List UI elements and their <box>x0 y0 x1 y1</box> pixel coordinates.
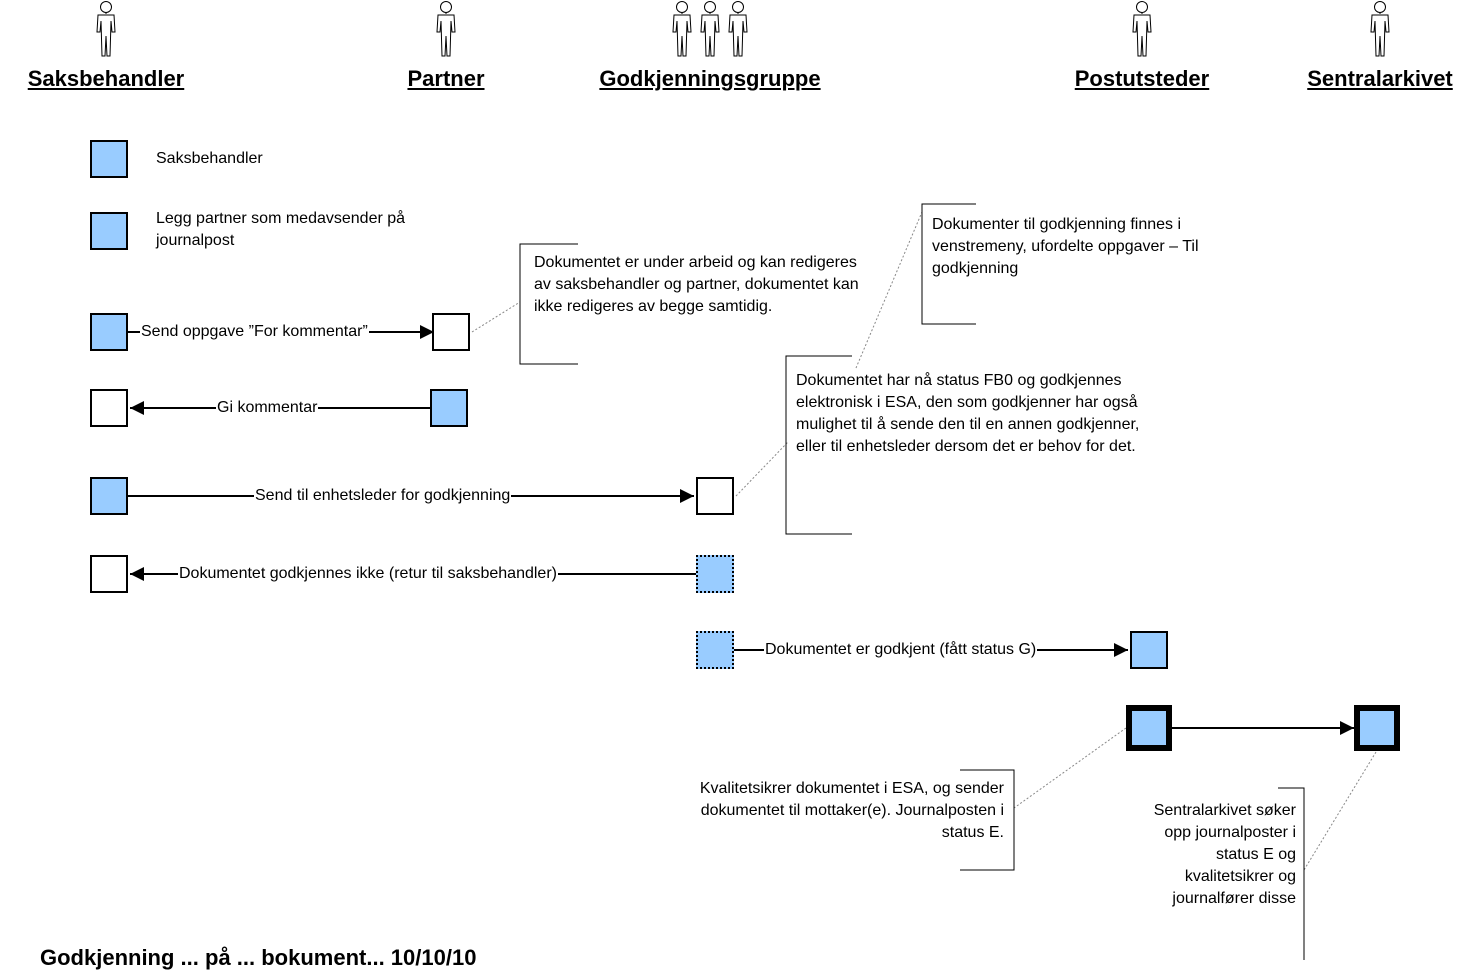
actor-figures <box>1282 0 1478 66</box>
bracket-sentralarkivet <box>1278 787 1305 960</box>
person-icon <box>669 0 695 63</box>
task-saksbehandler <box>90 140 128 178</box>
bracket-status-fb0 <box>785 355 852 535</box>
bracket-kvalitetssikrer <box>960 769 1015 871</box>
actor-figures <box>570 0 850 66</box>
person-icon <box>697 0 723 63</box>
label-send-enhetsleder: Send til enhetsleder for godkjenning <box>254 485 512 507</box>
task-gi-kommentar-source <box>430 389 468 427</box>
label-ikke-godkjent: Dokumentet godkjennes ikke (retur til sa… <box>178 563 558 585</box>
label-send-oppgave: Send oppgave ”For kommentar” <box>140 321 369 343</box>
footer-title: Godkjenning ... på ... bokument... 10/10… <box>40 945 477 970</box>
note-kvalitetssikrer: Kvalitetsikrer dokumentet i ESA, og send… <box>699 780 1004 841</box>
task-send-oppgave-source <box>90 313 128 351</box>
label-saksbehandler: Saksbehandler <box>156 150 263 167</box>
leader-kvalitetssikrer <box>1013 727 1127 809</box>
leader-status-fb0 <box>735 441 789 497</box>
label-legg-partner: Legg partner som medavsender på journalp… <box>156 210 406 249</box>
person-icon <box>93 0 119 63</box>
lane-postutsteder: Postutsteder <box>1054 0 1230 92</box>
note-under-arbeid: Dokumentet er under arbeid og kan redige… <box>534 254 859 315</box>
task-send-enhetsleder-target <box>696 477 734 515</box>
lane-saksbehandler: Saksbehandler <box>8 0 204 92</box>
person-icon <box>1367 0 1393 63</box>
task-ikke-godkjent-target <box>90 555 128 593</box>
lane-title: Saksbehandler <box>27 66 185 91</box>
task-send-oppgave-target <box>432 313 470 351</box>
bracket-til-godkjenning <box>921 203 976 325</box>
lane-sentralarkivet: Sentralarkivet <box>1282 0 1478 92</box>
note-status-fb0: Dokumentet har nå status FB0 og godkjenn… <box>796 372 1140 455</box>
actor-figures <box>8 0 204 66</box>
lane-title: Partner <box>407 66 485 91</box>
note-sentralarkivet: Sentralarkivet søker opp journalposter i… <box>1153 802 1296 907</box>
actor-figures <box>386 0 506 66</box>
lane-godkjenningsgruppe: Godkjenningsgruppe <box>570 0 850 92</box>
lane-title: Sentralarkivet <box>1307 66 1453 91</box>
label-gi-kommentar: Gi kommentar <box>216 397 319 419</box>
label-godkjent: Dokumentet er godkjent (fått status G) <box>764 639 1038 661</box>
person-icon <box>725 0 751 63</box>
task-ikke-godkjent-source <box>696 555 734 593</box>
leader-til-godkjenning <box>855 211 923 369</box>
task-legg-partner <box>90 212 128 250</box>
lane-partner: Partner <box>386 0 506 92</box>
note-til-godkjenning: Dokumenter til godkjenning finnes i vens… <box>932 216 1199 277</box>
person-icon <box>433 0 459 63</box>
task-send-enhetsleder-source <box>90 477 128 515</box>
task-sentralarkivet <box>1354 705 1400 751</box>
person-icon <box>1129 0 1155 63</box>
task-gi-kommentar-target <box>90 389 128 427</box>
task-godkjent-source <box>696 631 734 669</box>
leader-under-arbeid <box>471 301 521 333</box>
lane-title: Postutsteder <box>1074 66 1210 91</box>
task-postutsteder <box>1126 705 1172 751</box>
lane-title: Godkjenningsgruppe <box>599 66 821 91</box>
actor-figures <box>1054 0 1230 66</box>
leader-sentralarkivet <box>1303 751 1377 871</box>
bracket-under-arbeid <box>519 243 578 365</box>
task-godkjent-target <box>1130 631 1168 669</box>
